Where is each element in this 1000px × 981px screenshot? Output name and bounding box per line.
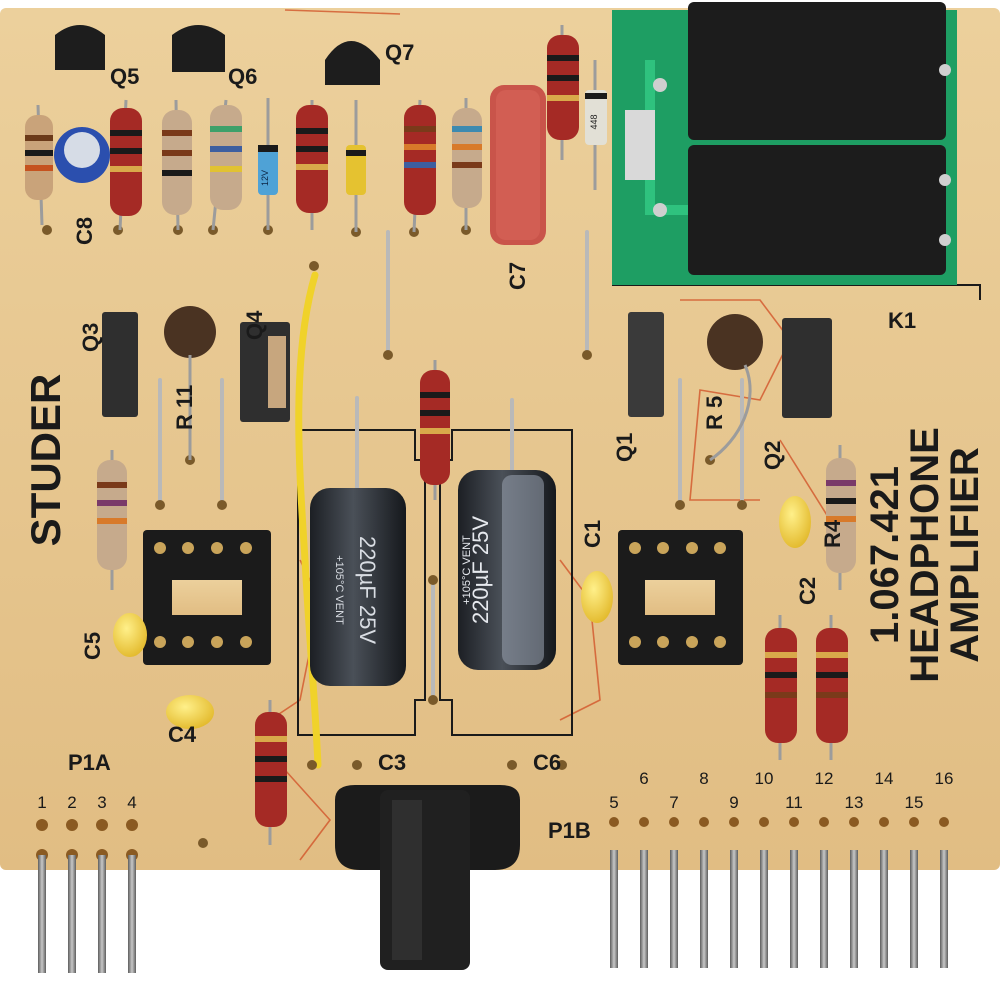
pin-number: 5 bbox=[609, 793, 618, 812]
label-c7: C7 bbox=[505, 262, 530, 290]
solder-pads bbox=[42, 225, 747, 848]
pin-number: 2 bbox=[67, 793, 76, 812]
transistor-q6 bbox=[172, 25, 225, 72]
label-k1: K1 bbox=[888, 308, 916, 333]
svg-text:448: 448 bbox=[589, 114, 599, 129]
thermistor-r11 bbox=[164, 306, 216, 460]
resistor-left bbox=[97, 450, 127, 590]
label-q2: Q2 bbox=[760, 441, 785, 470]
capacitor-c4 bbox=[166, 695, 214, 729]
label-q6: Q6 bbox=[228, 64, 257, 89]
label-c2: C2 bbox=[795, 577, 820, 605]
label-r5: R 5 bbox=[702, 396, 727, 430]
transistor-q2 bbox=[782, 318, 832, 418]
label-q4: Q4 bbox=[242, 310, 267, 340]
transistor-q4 bbox=[240, 322, 290, 422]
resistor-lower-right-1 bbox=[765, 615, 797, 760]
transistor-q5 bbox=[55, 25, 105, 70]
pin-number: 16 bbox=[935, 769, 954, 788]
label-q7: Q7 bbox=[385, 40, 414, 65]
label-c8: C8 bbox=[72, 217, 97, 245]
pin-number: 4 bbox=[127, 793, 136, 812]
label-c5: C5 bbox=[80, 632, 105, 660]
resistor-bottom-left bbox=[255, 700, 287, 845]
label-q3: Q3 bbox=[78, 323, 103, 352]
wire-jumpers bbox=[158, 230, 744, 702]
capacitor-c5 bbox=[113, 613, 147, 657]
pin-numbers-p1a: 1 2 3 4 bbox=[37, 793, 136, 812]
svg-text:+105°C VENT: +105°C VENT bbox=[461, 535, 473, 605]
thermistor-r5 bbox=[707, 314, 763, 462]
pin-number: 13 bbox=[845, 793, 864, 812]
ic-socket-right bbox=[618, 530, 743, 665]
svg-text:12V: 12V bbox=[260, 170, 270, 186]
jack-connector bbox=[335, 785, 520, 970]
label-r4: R4 bbox=[820, 519, 845, 548]
zener-diode-1: 12V bbox=[258, 98, 278, 230]
label-p1a: P1A bbox=[68, 750, 111, 775]
pin-number: 12 bbox=[815, 769, 834, 788]
resistors-top-row bbox=[25, 25, 579, 233]
relay-k1 bbox=[612, 2, 957, 285]
pin-number: 3 bbox=[97, 793, 106, 812]
transistor-q7 bbox=[325, 41, 380, 85]
board-title-line2: AMPLIFIER bbox=[943, 447, 987, 663]
transistor-q1 bbox=[628, 312, 664, 417]
capacitor-c1 bbox=[581, 571, 613, 623]
label-p1b: P1B bbox=[548, 818, 591, 843]
label-c6: C6 bbox=[533, 750, 561, 775]
svg-text:220µF 25V: 220µF 25V bbox=[355, 536, 380, 644]
header-p1a bbox=[36, 819, 138, 973]
board-title-line1: HEADPHONE bbox=[903, 427, 947, 683]
ic-socket-left bbox=[143, 530, 271, 665]
pin-number: 7 bbox=[669, 793, 678, 812]
label-r11: R 11 bbox=[172, 385, 197, 430]
capacitor-c8 bbox=[54, 127, 110, 183]
pin-number: 10 bbox=[755, 769, 774, 788]
pin-number: 14 bbox=[875, 769, 894, 788]
brand-studer: STUDER bbox=[22, 374, 69, 547]
svg-text:+105°C VENT: +105°C VENT bbox=[333, 555, 345, 625]
resistor-middle bbox=[420, 360, 450, 500]
pin-number: 15 bbox=[905, 793, 924, 812]
ceramic-caps bbox=[113, 496, 811, 729]
capacitor-c3: 220µF 25V +105°C VENT bbox=[310, 488, 406, 686]
label-c4: C4 bbox=[168, 722, 197, 747]
transistor-q3 bbox=[102, 312, 138, 417]
yellow-wire bbox=[295, 271, 322, 769]
svg-text:220µF 25V: 220µF 25V bbox=[468, 516, 493, 624]
label-q1: Q1 bbox=[612, 433, 637, 462]
resistor-lower-right-2 bbox=[816, 615, 848, 760]
label-c3: C3 bbox=[378, 750, 406, 775]
board-part-number: 1.067.421 bbox=[863, 466, 907, 644]
header-p1b bbox=[609, 817, 949, 968]
diode-3: 448 bbox=[585, 60, 607, 190]
pin-numbers-p1b: 5 6 7 8 9 10 11 12 13 14 15 16 bbox=[609, 769, 953, 812]
pin-number: 8 bbox=[699, 769, 708, 788]
capacitor-c7 bbox=[490, 85, 546, 245]
resistor-r4 bbox=[826, 445, 856, 590]
pin-number: 6 bbox=[639, 769, 648, 788]
label-q5: Q5 bbox=[110, 64, 139, 89]
pin-number: 1 bbox=[37, 793, 46, 812]
diode-2 bbox=[346, 100, 366, 232]
pin-number: 9 bbox=[729, 793, 738, 812]
capacitor-c6: 220µF 25V +105°C VENT bbox=[458, 470, 556, 670]
capacitor-c2 bbox=[779, 496, 811, 548]
label-c1: C1 bbox=[580, 520, 605, 548]
pin-number: 11 bbox=[785, 793, 803, 812]
